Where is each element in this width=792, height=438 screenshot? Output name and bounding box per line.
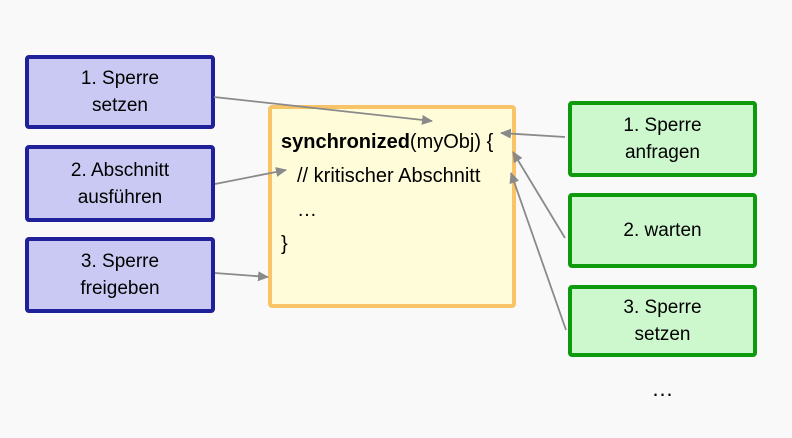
step-line: 1. Sperre <box>623 115 702 136</box>
step-line: 3. Sperre <box>80 251 160 272</box>
step-line: 3. Sperre <box>623 297 702 318</box>
step-box-warten: 2. warten <box>568 193 757 268</box>
code-line-synchronized: synchronized(myObj) { <box>281 125 512 159</box>
step-box-sperre-setzen: 1. Sperre setzen <box>25 55 215 129</box>
step-box-sperre-freigeben: 3. Sperre freigeben <box>25 237 215 313</box>
code-line-comment: // kritischer Abschnitt <box>297 165 481 187</box>
repeat-ellipsis: … <box>651 376 674 401</box>
step-box-sperre-setzen-right: 3. Sperre setzen <box>568 285 757 357</box>
step-line: freigeben <box>80 278 160 299</box>
step-line: setzen <box>92 95 148 116</box>
step-line: setzen <box>634 324 691 345</box>
arrow-sperre-setzen-right-to-code <box>509 172 567 331</box>
code-line-closing-brace: } <box>281 233 288 255</box>
code-line-ellipsis: … <box>297 199 317 221</box>
step-box-sperre-anfragen: 1. Sperre anfragen <box>568 101 757 177</box>
code-signature-rest: (myObj) { <box>409 131 494 153</box>
step-line: 2. warten <box>623 220 702 241</box>
step-line: 1. Sperre <box>80 68 160 89</box>
step-line: anfragen <box>624 142 700 163</box>
arrow-sperre-freigeben-to-brace <box>214 271 269 282</box>
arrow-warten-to-code <box>512 151 566 239</box>
code-box: synchronized(myObj) { // kritischer Absc… <box>268 105 516 308</box>
code-keyword: synchronized <box>281 131 410 153</box>
step-box-abschnitt-ausfuehren: 2. Abschnitt ausführen <box>25 145 215 222</box>
step-line: ausführen <box>77 186 163 208</box>
step-line: 2. Abschnitt <box>70 159 170 181</box>
